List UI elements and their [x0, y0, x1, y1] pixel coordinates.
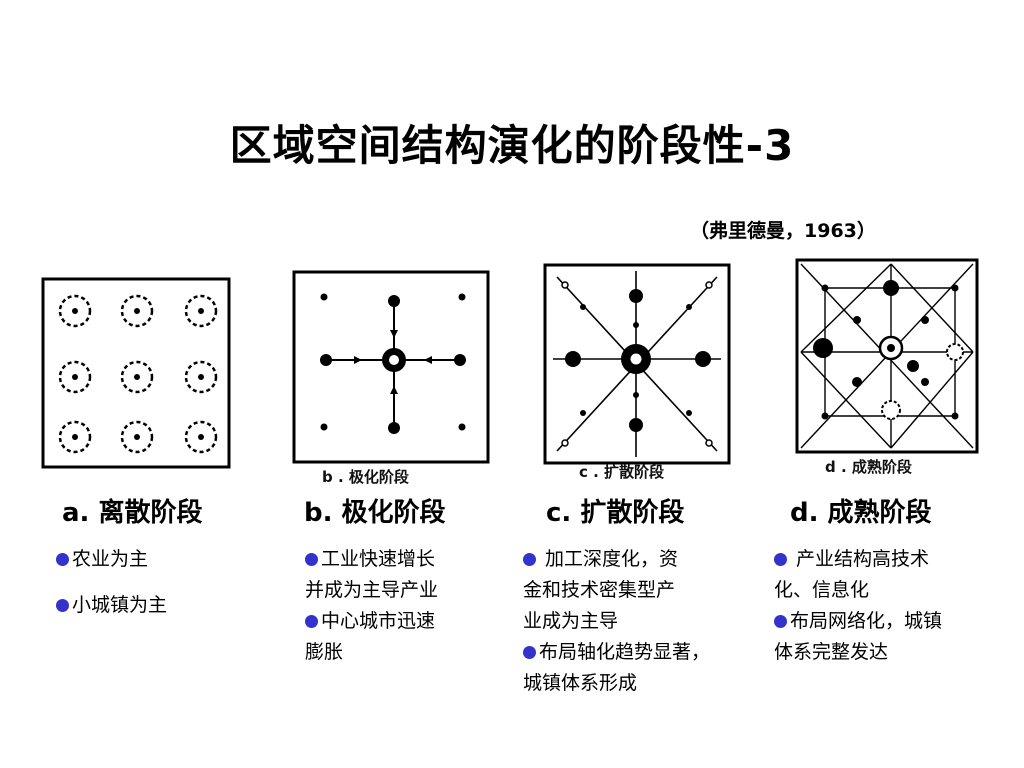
village-dot	[134, 374, 140, 380]
village-ring	[184, 420, 218, 454]
text-line: 城镇体系形成	[523, 672, 638, 694]
bullet-icon	[774, 553, 787, 566]
description-d-item: 布局网络化，城镇 体系完整发达	[774, 606, 942, 668]
bullet-icon	[305, 615, 318, 628]
village-ring	[120, 294, 154, 328]
village-ring	[58, 294, 92, 328]
citation: （弗里德曼，1963）	[690, 220, 876, 242]
diagram-a-dispersed	[41, 277, 231, 469]
text-line: 小城镇为主	[72, 594, 168, 616]
bullet-icon	[774, 615, 787, 628]
village-ring	[58, 420, 92, 454]
village-dot	[72, 434, 78, 440]
diagram-d-caption: d . 成熟阶段	[825, 458, 912, 476]
text-line: 膨胀	[305, 641, 344, 663]
text-line: 加工深度化，资	[539, 548, 679, 570]
village-ring	[58, 360, 92, 394]
description-b-item: 中心城市迅速 膨胀	[305, 606, 438, 668]
text-line: 工业快速增长	[321, 548, 436, 570]
diagram-d-svg	[795, 258, 979, 454]
village-dot	[198, 434, 204, 440]
stage-label-d: d. 成熟阶段	[790, 498, 932, 528]
text-line: 金和技术密集型产	[523, 579, 676, 601]
village-ring	[184, 360, 218, 394]
description-c-item: 加工深度化，资 金和技术密集型产 业成为主导	[523, 544, 710, 637]
text-line: 并成为主导产业	[305, 579, 439, 601]
diagram-c-caption: c . 扩散阶段	[579, 463, 665, 481]
text-line: 业成为主导	[523, 610, 619, 632]
description-c-item: 布局轴化趋势显著， 城镇体系形成	[523, 637, 710, 699]
text-line: 农业为主	[72, 548, 149, 570]
page-title: 区域空间结构演化的阶段性-3	[229, 121, 795, 170]
village-dot	[198, 308, 204, 314]
diagram-c-svg	[543, 263, 731, 465]
bullet-icon	[56, 553, 69, 566]
stage-label-c: c. 扩散阶段	[546, 498, 685, 528]
village-dot	[134, 308, 140, 314]
village-dot	[134, 434, 140, 440]
stage-label-b: b. 极化阶段	[304, 498, 446, 528]
description-d: 产业结构高技术 化、信息化 布局网络化，城镇 体系完整发达	[774, 544, 942, 668]
diagram-a-svg	[41, 277, 231, 469]
text-line: 化、信息化	[774, 579, 870, 601]
village-dot	[198, 374, 204, 380]
description-b-item: 工业快速增长 并成为主导产业	[305, 544, 438, 606]
description-c: 加工深度化，资 金和技术密集型产 业成为主导 布局轴化趋势显著， 城镇体系形成	[523, 544, 710, 699]
diagram-b-caption: b . 极化阶段	[322, 468, 409, 486]
text-line: 体系完整发达	[774, 641, 889, 663]
text-line: 布局网络化，城镇	[790, 610, 943, 632]
text-line: 中心城市迅速	[321, 610, 436, 632]
village-dot	[72, 308, 78, 314]
bullet-icon	[523, 646, 536, 659]
description-a: 农业为主 小城镇为主	[56, 544, 167, 621]
village-ring	[120, 360, 154, 394]
description-a-item: 农业为主	[56, 544, 167, 575]
description-a-item: 小城镇为主	[56, 590, 167, 621]
bullet-icon	[56, 599, 69, 612]
village-dot	[72, 374, 78, 380]
village-ring	[120, 420, 154, 454]
text-line: 布局轴化趋势显著，	[539, 641, 711, 663]
diagram-c-diffusion: c . 扩散阶段	[543, 263, 731, 481]
description-b: 工业快速增长 并成为主导产业 中心城市迅速 膨胀	[305, 544, 438, 668]
text-line: 产业结构高技术	[790, 548, 930, 570]
stage-label-a: a. 离散阶段	[62, 498, 203, 528]
bullet-icon	[523, 553, 536, 566]
bullet-icon	[305, 553, 318, 566]
diagram-b-svg	[292, 270, 490, 464]
diagram-b-polarization: b . 极化阶段	[292, 270, 490, 486]
diagram-d-mature: d . 成熟阶段	[795, 258, 979, 476]
village-ring	[184, 294, 218, 328]
description-d-item: 产业结构高技术 化、信息化	[774, 544, 942, 606]
